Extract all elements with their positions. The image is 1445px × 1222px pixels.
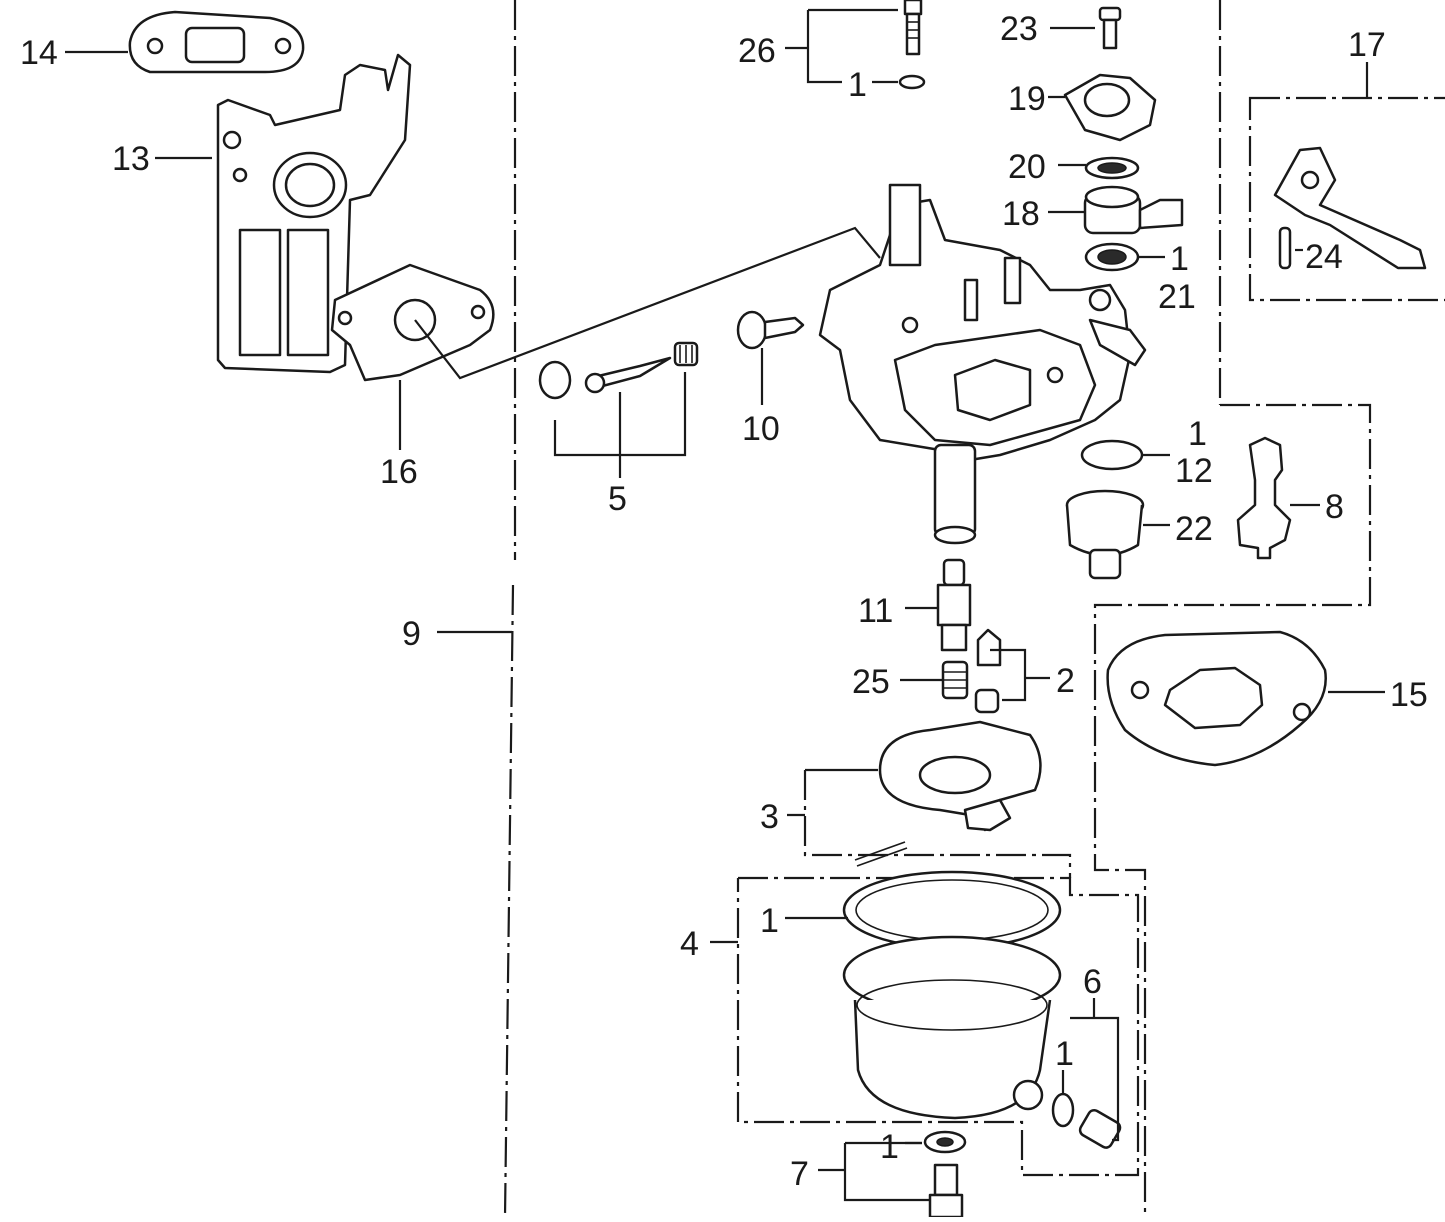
callout-18: 18	[1002, 195, 1040, 233]
part-25-main-jet	[941, 660, 969, 700]
callout-22: 22	[1175, 510, 1213, 548]
callout-1-12: 1	[1188, 415, 1207, 453]
part-18-lever	[1083, 185, 1184, 235]
part-14-gasket	[128, 10, 305, 74]
callout-labels: 14 13 16 26 1 23 19 20 18 1 21 17 24 10 …	[20, 10, 1428, 1193]
part-10-screw	[736, 310, 805, 350]
part-3-float	[854, 720, 1042, 867]
callout-24: 24	[1305, 238, 1343, 276]
callout-13: 13	[112, 140, 150, 178]
callout-26: 26	[738, 32, 776, 70]
part-13-bracket	[216, 53, 412, 374]
group-17-boundary	[1093, 0, 1445, 1217]
callout-9: 9	[402, 615, 421, 653]
callout-1-7: 1	[880, 1128, 899, 1166]
callout-16: 16	[380, 453, 418, 491]
part-16-gasket	[330, 226, 881, 382]
part-21-plate	[1084, 242, 1140, 272]
part-12-oring	[1080, 439, 1144, 471]
callout-19: 19	[1008, 80, 1046, 118]
callout-8: 8	[1325, 488, 1344, 526]
leader-lines	[65, 8, 1385, 1202]
callout-4: 4	[680, 925, 699, 963]
part-19-cap	[1063, 73, 1157, 142]
carburetor-body	[818, 183, 1147, 545]
part-26-screw	[898, 0, 926, 90]
callout-6: 6	[1083, 963, 1102, 1001]
part-4-float-bowl	[842, 935, 1062, 1120]
part-7-bolt	[923, 1130, 967, 1219]
part-20-washer	[1084, 156, 1140, 180]
callout-20: 20	[1008, 148, 1046, 186]
part-22-jet-holder	[1065, 489, 1145, 580]
callout-11: 11	[858, 592, 893, 630]
callout-10: 10	[742, 410, 780, 448]
callout-25: 25	[852, 663, 890, 701]
callout-15: 15	[1390, 676, 1428, 714]
callout-3: 3	[760, 798, 779, 836]
callout-1-6: 1	[1055, 1035, 1074, 1073]
part-8-choke-valve	[1236, 436, 1292, 560]
part-15-gasket	[1106, 630, 1327, 767]
callout-7: 7	[790, 1155, 809, 1193]
group-9-boundary	[503, 0, 517, 1218]
part-6-drain-screw	[1051, 1092, 1122, 1149]
part-5-screw-set	[538, 341, 699, 478]
callout-12: 12	[1175, 452, 1213, 490]
callout-2: 2	[1056, 662, 1075, 700]
group-4-boundary	[736, 770, 1140, 1177]
callout-14: 14	[20, 34, 58, 72]
callout-1-top: 1	[848, 66, 867, 104]
part-2-float-valve	[974, 628, 1027, 714]
callout-23: 23	[1000, 10, 1038, 48]
part-24-pin	[1278, 226, 1292, 270]
callout-1-bowl: 1	[760, 902, 779, 940]
callout-1-21: 1	[1170, 240, 1189, 278]
callout-5: 5	[608, 480, 627, 518]
callout-17: 17	[1348, 26, 1386, 64]
part-17-choke-lever	[1273, 146, 1427, 270]
part-23-screw	[1098, 6, 1122, 50]
part-11-main-nozzle	[936, 558, 972, 652]
callout-21: 21	[1158, 278, 1196, 316]
